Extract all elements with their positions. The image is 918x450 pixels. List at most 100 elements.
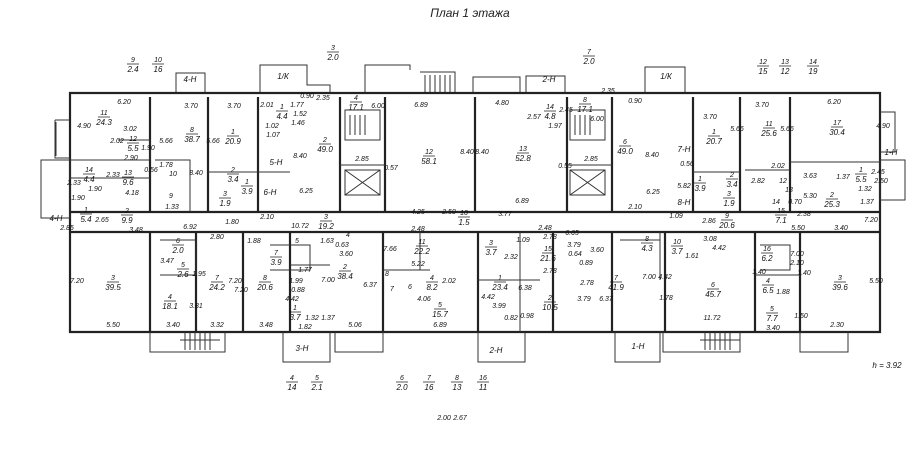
room-label: 225.3 — [823, 192, 840, 209]
room-label-value: 6.2 — [761, 254, 773, 263]
outside-label-number: 10 — [154, 57, 162, 64]
dimension-label: 4.25 — [411, 209, 425, 216]
dimension-label: 6.89 — [515, 198, 529, 205]
dimension-label: 1.77 — [290, 102, 305, 109]
dimension-label: 4.90 — [876, 123, 890, 130]
room-label-number: 5 — [438, 302, 442, 309]
room-label: 52.6 — [176, 262, 189, 279]
dimension-label: 7.20 — [228, 278, 242, 285]
room-label-number: 3 — [838, 275, 842, 282]
dimension-label: 2.32 — [503, 254, 518, 261]
dimension-label: 2.48 — [537, 225, 552, 232]
outside-label-number: 4 — [290, 375, 294, 382]
dimension-label: 2.78 — [542, 268, 557, 275]
room-label-value: 24.2 — [208, 283, 225, 292]
room-label-number: 4 — [354, 95, 358, 102]
dimension-label: 6.89 — [414, 102, 428, 109]
dimension-label: 0.55 — [558, 163, 572, 170]
room-label: 5 — [295, 238, 299, 245]
dimension-label: 4.80 — [495, 100, 509, 107]
dimension-label: 1.09 — [516, 237, 530, 244]
room-label-number: 13 — [519, 146, 527, 153]
dimension-label: 2.38 — [796, 211, 811, 218]
outside-label-value: 12 — [781, 67, 790, 76]
outside-label-value: 2.0 — [582, 57, 595, 66]
dimension-label: 2.48 — [410, 226, 425, 233]
room-label-value: 7.7 — [766, 314, 778, 323]
room-label-value: 2.6 — [176, 270, 189, 279]
outside-label-value: 14 — [288, 383, 297, 392]
dimension-label: 6.65 — [565, 230, 579, 237]
room-label-number: 3 — [223, 191, 227, 198]
dimension-label: 2.86 — [701, 218, 716, 225]
room-label-number: 2 — [230, 167, 235, 174]
room-label-number: 6 — [176, 238, 180, 245]
room-label-number: 1 — [245, 179, 249, 186]
room-label-value: 49.0 — [617, 147, 633, 156]
outside-label-value: 15 — [759, 67, 768, 76]
dimension-label: 6.92 — [183, 224, 197, 231]
entrance-tag: 4-Н — [184, 75, 197, 84]
dimension-label: 2.50 — [873, 178, 888, 185]
room-label: 62.0 — [171, 238, 184, 255]
room-label-number: 11 — [418, 239, 425, 246]
room-label: 13 — [785, 187, 793, 194]
room-label-value: 20.6 — [256, 283, 273, 292]
dimension-label: 0.90 — [628, 98, 642, 105]
room-label-number: 8 — [645, 236, 649, 243]
room-label: 46.5 — [762, 278, 774, 295]
dimension-label: 6.38 — [518, 285, 532, 292]
dimension-label: 6.20 — [117, 99, 131, 106]
dimension-label: 1.78 — [659, 295, 673, 302]
room-labels: 1124.3125.5139.6144.4109838.7120.914.424… — [80, 95, 867, 323]
room-label-value: 20.6 — [718, 221, 735, 230]
dimension-label: 4.42 — [481, 294, 495, 301]
room-label: 144.4 — [83, 167, 95, 184]
outside-label-number: 7 — [427, 375, 432, 382]
dimension-label: 0.56 — [144, 167, 158, 174]
entrance-tag: 1/К — [660, 72, 673, 81]
room-label: 645.7 — [705, 282, 721, 299]
room-label-value: 52.8 — [515, 154, 531, 163]
dimension-label: 8.40 — [460, 149, 474, 156]
dimension-label: 2.85 — [59, 225, 74, 232]
dimension-label: 0.89 — [579, 260, 593, 267]
dimension-label: 4.06 — [417, 296, 431, 303]
dimension-label: 3.60 — [339, 251, 353, 258]
dimension-label: 2.00 — [436, 415, 451, 422]
dimension-label: 2.67 — [452, 415, 468, 422]
room-label-value: 3.9 — [270, 258, 282, 267]
dimension-label: 3.08 — [703, 236, 717, 243]
room-label: 33.7 — [485, 240, 497, 257]
dimension-label: 1.88 — [776, 289, 790, 296]
room-label-number: 2 — [829, 192, 834, 199]
dimension-label: 1.37 — [836, 174, 851, 181]
dimension-label: 0.57 — [384, 165, 399, 172]
room-label: 157.1 — [775, 208, 787, 225]
room-label-value: 2.0 — [171, 246, 184, 255]
room-label-value: 4.3 — [641, 244, 653, 253]
dimension-label: 1.95 — [192, 271, 206, 278]
room-label-value: 1.9 — [723, 199, 735, 208]
dimension-label: 2.10 — [259, 214, 274, 221]
dimension-label: 2.02 — [109, 138, 124, 145]
dimension-label: 5.50 — [791, 225, 805, 232]
dimension-label: 5.06 — [348, 322, 362, 329]
room-label-value: 24.3 — [95, 118, 112, 127]
room-label: 13.9 — [694, 176, 706, 193]
room-label-value: 10.5 — [542, 303, 558, 312]
room-label: 724.2 — [208, 275, 225, 292]
room-label-value: 22.2 — [413, 247, 430, 256]
outside-label-value: 16 — [425, 383, 434, 392]
room-label-number: 13 — [124, 170, 132, 177]
dimension-label: 2.35 — [600, 88, 615, 95]
room-label-number: 5 — [770, 306, 774, 313]
dimension-label: 4.90 — [77, 123, 91, 130]
room-label-value: 1.5 — [458, 218, 470, 227]
room-label-number: 8 — [263, 275, 267, 282]
room-label: 9 — [169, 193, 173, 200]
